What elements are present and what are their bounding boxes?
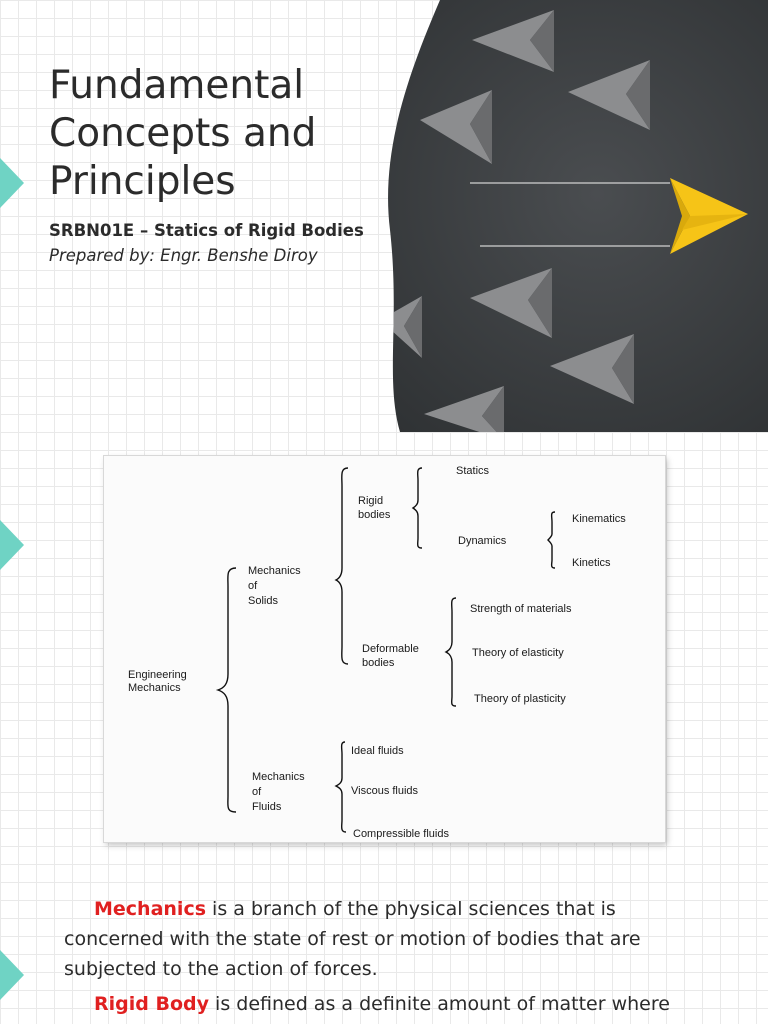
paper-planes-photo <box>340 0 768 432</box>
diagram-node-kinematics: Kinematics <box>572 513 626 525</box>
definition-rigid-body-text: is defined as a definite amount of matte… <box>209 993 670 1015</box>
definition-rigid-body: Rigid Body is defined as a definite amou… <box>64 989 714 1019</box>
slide-title: Fundamental Concepts and Principles <box>49 63 317 204</box>
diagram-node-elasticity: Theory of elasticity <box>472 647 564 659</box>
diagram-node-kinetics: Kinetics <box>572 557 611 569</box>
definition-mechanics: Mechanics is a branch of the physical sc… <box>64 894 714 984</box>
author-line: Prepared by: Engr. Benshe Diroy <box>49 246 318 265</box>
slide-nav-arrow-icon[interactable] <box>0 950 24 1000</box>
diagram-node-statics: Statics <box>456 465 490 477</box>
title-slide: Fundamental Concepts and Principles SRBN… <box>0 0 768 432</box>
slide-nav-arrow-icon[interactable] <box>0 520 24 570</box>
definition-mechanics-text: is a branch of the physical sciences tha… <box>64 898 641 980</box>
diagram-node-viscous: Viscous fluids <box>351 785 419 797</box>
course-subtitle: SRBN01E – Statics of Rigid Bodies <box>49 221 364 240</box>
diagram-node-dynamics: Dynamics <box>458 535 507 547</box>
diagram-node-compressible: Compressible fluids <box>353 828 449 840</box>
diagram-node-strength: Strength of materials <box>470 603 572 615</box>
slide-nav-arrow-icon[interactable] <box>0 158 24 208</box>
keyword-rigid-body: Rigid Body <box>94 993 209 1015</box>
diagram-node-plasticity: Theory of plasticity <box>474 693 566 705</box>
diagram-node-ideal: Ideal fluids <box>351 745 404 757</box>
keyword-mechanics: Mechanics <box>94 898 207 920</box>
